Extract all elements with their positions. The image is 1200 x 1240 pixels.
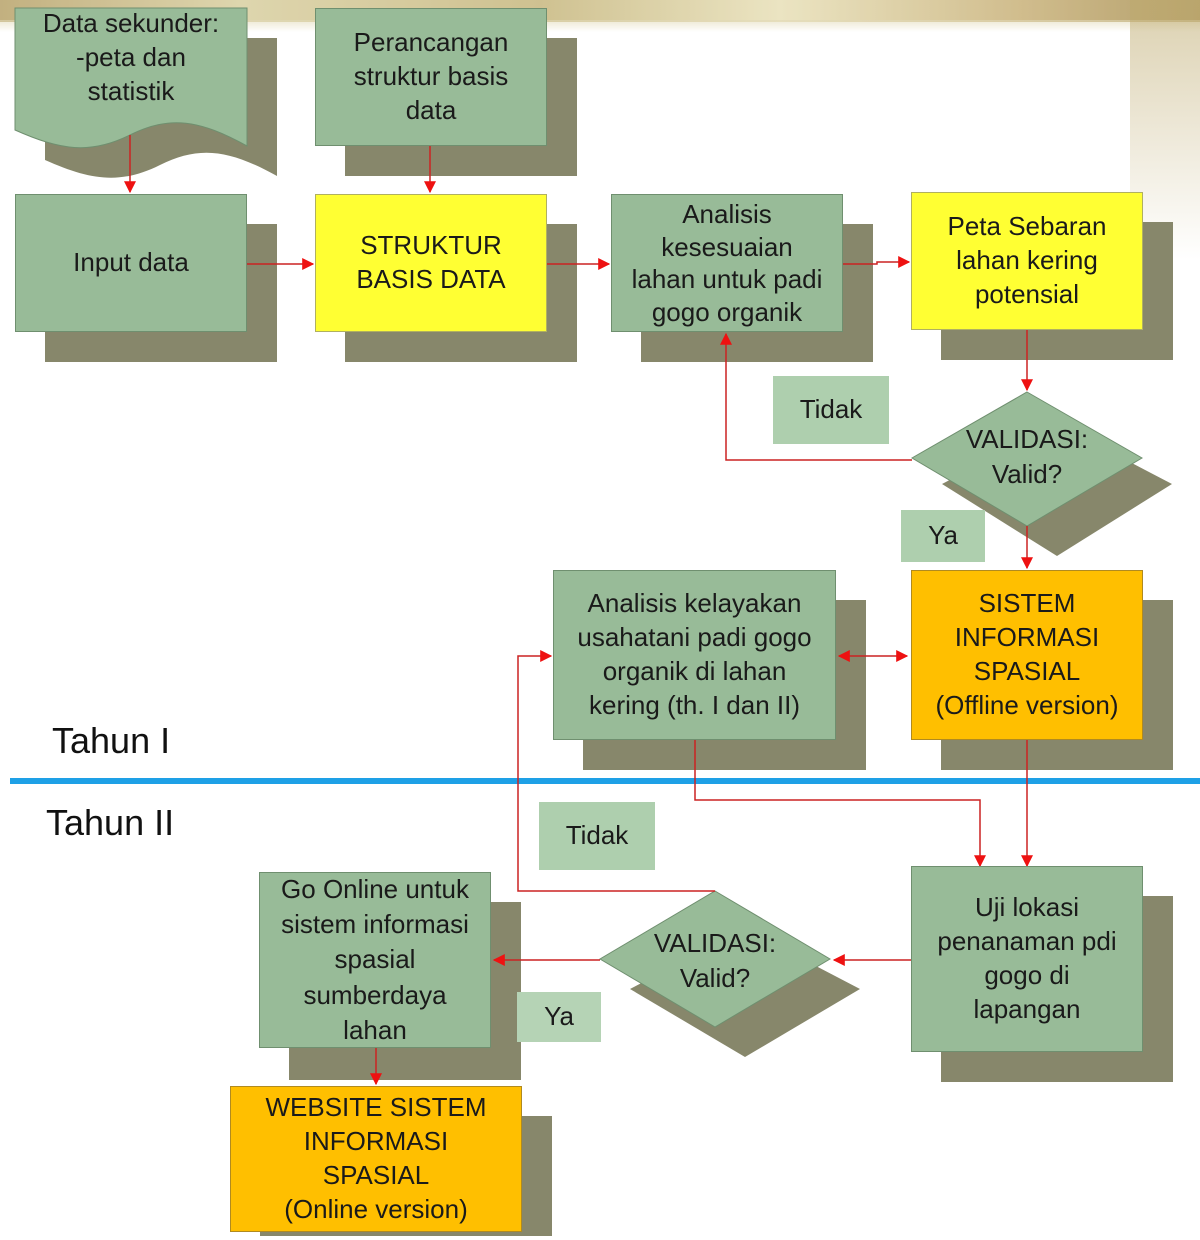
data-sekunder-shape	[14, 7, 248, 149]
analisis-kesesuaian-box: Analisis kesesuaian lahan untuk padi gog…	[611, 194, 843, 332]
validasi-1-label: VALIDASI: Valid?	[965, 424, 1089, 490]
tahun-2-label: Tahun II	[46, 802, 175, 843]
go-online-box: Go Online untuk sistem informasi spasial…	[259, 872, 491, 1048]
struktur-basis-data-box: STRUKTUR BASIS DATA	[315, 194, 547, 332]
tidak-label-1: Tidak	[773, 376, 889, 444]
data-sekunder-label: Data sekunder: -peta dan statistik	[42, 8, 220, 106]
header-texture	[0, 0, 1200, 32]
validasi-2-label: VALIDASI: Valid?	[653, 928, 777, 994]
website-box: WEBSITE SISTEM INFORMASI SPASIAL (Online…	[230, 1086, 522, 1232]
sistem-offline-box: SISTEM INFORMASI SPASIAL (Offline versio…	[911, 570, 1143, 740]
analisis-kelayakan-box: Analisis kelayakan usahatani padi gogo o…	[553, 570, 836, 740]
connector-validasi-2-tidak	[517, 650, 715, 892]
validasi-2-diamond	[599, 890, 831, 1028]
perancangan-box: Perancangan struktur basis data	[315, 8, 547, 146]
connector-validasi-1-tidak	[720, 332, 912, 461]
connector-kelayakan-to-uji	[694, 740, 986, 868]
ya-label-1: Ya	[901, 510, 985, 562]
uji-lokasi-box: Uji lokasi penanaman pdi gogo di lapanga…	[911, 866, 1143, 1052]
ya-label-2: Ya	[517, 992, 601, 1042]
tidak-label-2: Tidak	[539, 802, 655, 870]
connector-analisis-to-peta	[843, 256, 911, 268]
peta-sebaran-box: Peta Sebaran lahan kering potensial	[911, 192, 1143, 330]
input-data-box: Input data	[15, 194, 247, 332]
tahun-1-label: Tahun I	[52, 720, 171, 761]
